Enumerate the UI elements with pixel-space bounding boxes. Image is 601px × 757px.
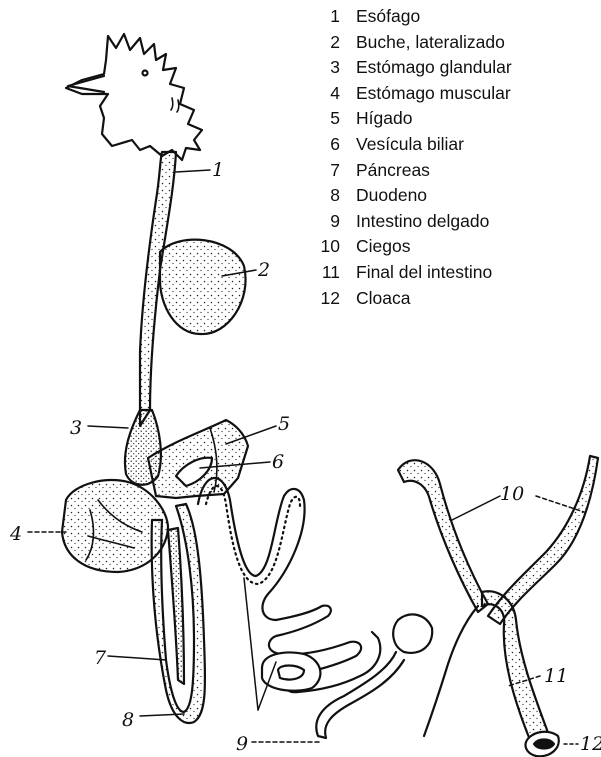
cecum-left	[398, 460, 488, 612]
pancreas	[168, 528, 184, 684]
callout-3: 3	[70, 417, 82, 439]
callout-11: 11	[544, 665, 568, 687]
callout-4: 4	[9, 523, 22, 545]
callout-1: 1	[212, 159, 224, 181]
callout-10: 10	[500, 483, 524, 505]
leader-line-1	[176, 170, 210, 172]
intestine-coil-ring-hole	[278, 666, 304, 680]
callout-7: 7	[94, 647, 107, 669]
leader-line-7	[108, 656, 166, 660]
eye	[143, 71, 148, 76]
intestine-descending	[316, 652, 404, 738]
intestine-coil-right	[393, 614, 432, 652]
callout-9: 9	[236, 733, 248, 755]
intestine-connector	[424, 606, 478, 736]
callout-2: 2	[257, 259, 270, 281]
leader-line-9a	[244, 578, 258, 710]
leader-line-10a	[452, 496, 500, 520]
chicken-head	[66, 34, 202, 160]
callout-6: 6	[272, 451, 284, 473]
leader-line-3	[88, 426, 128, 428]
callout-12: 12	[580, 733, 601, 755]
callout-8: 8	[122, 709, 134, 731]
callout-5: 5	[278, 413, 290, 435]
crop	[160, 240, 246, 334]
cloaca-opening	[534, 740, 554, 749]
